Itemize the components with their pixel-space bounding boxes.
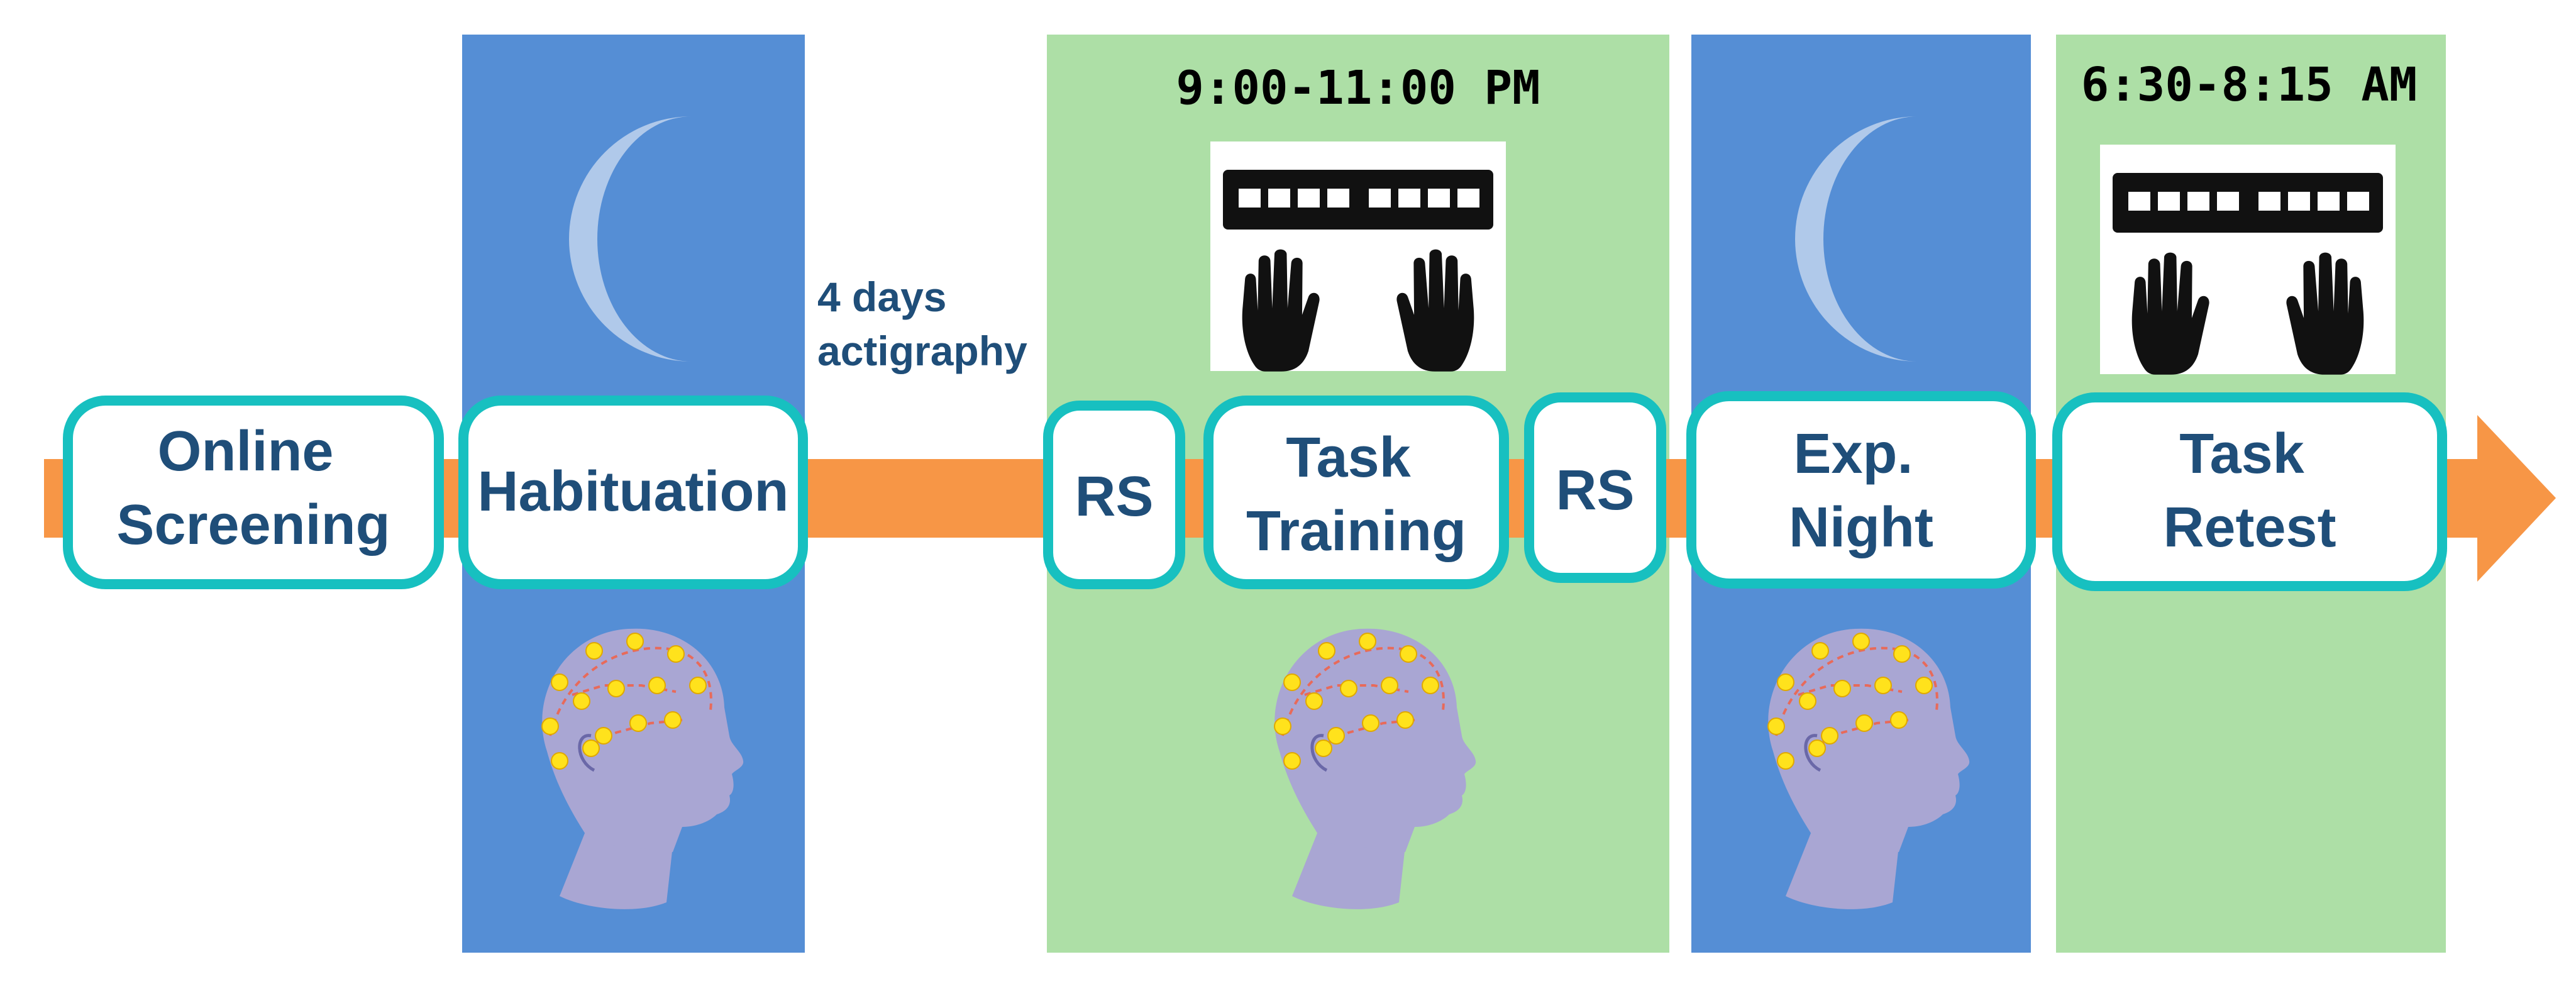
keyboard-hands-icon: [1210, 141, 1506, 372]
svg-text:RS: RS: [1075, 465, 1153, 528]
stage-habituation: Habituation: [458, 396, 808, 589]
evening-session-time: 9:00-11:00 PM: [1176, 61, 1540, 115]
keyboard-hands-icon: [2100, 145, 2396, 375]
stage-rs-pre: RS: [1043, 401, 1185, 589]
morning-session-time: 6:30-8:15 AM: [2081, 58, 2418, 112]
stage-rs-post: RS: [1524, 392, 1666, 583]
stage-online-screening: Online Screening: [63, 396, 444, 589]
svg-text:Task Training: Task Training: [1246, 426, 1466, 563]
svg-text:Online Screening: Online Screening: [116, 420, 390, 557]
actigraphy-label: 4 days actigraphy: [817, 274, 1027, 374]
stage-task-retest: Task Retest: [2052, 392, 2447, 591]
stage-task-training: Task Training: [1203, 396, 1509, 589]
svg-text:Task Retest: Task Retest: [2163, 423, 2336, 559]
svg-text:Exp. Night: Exp. Night: [1789, 423, 1933, 559]
stage-exp-night: Exp. Night: [1686, 391, 2036, 589]
svg-text:Habituation: Habituation: [478, 460, 789, 523]
svg-text:RS: RS: [1556, 459, 1634, 522]
